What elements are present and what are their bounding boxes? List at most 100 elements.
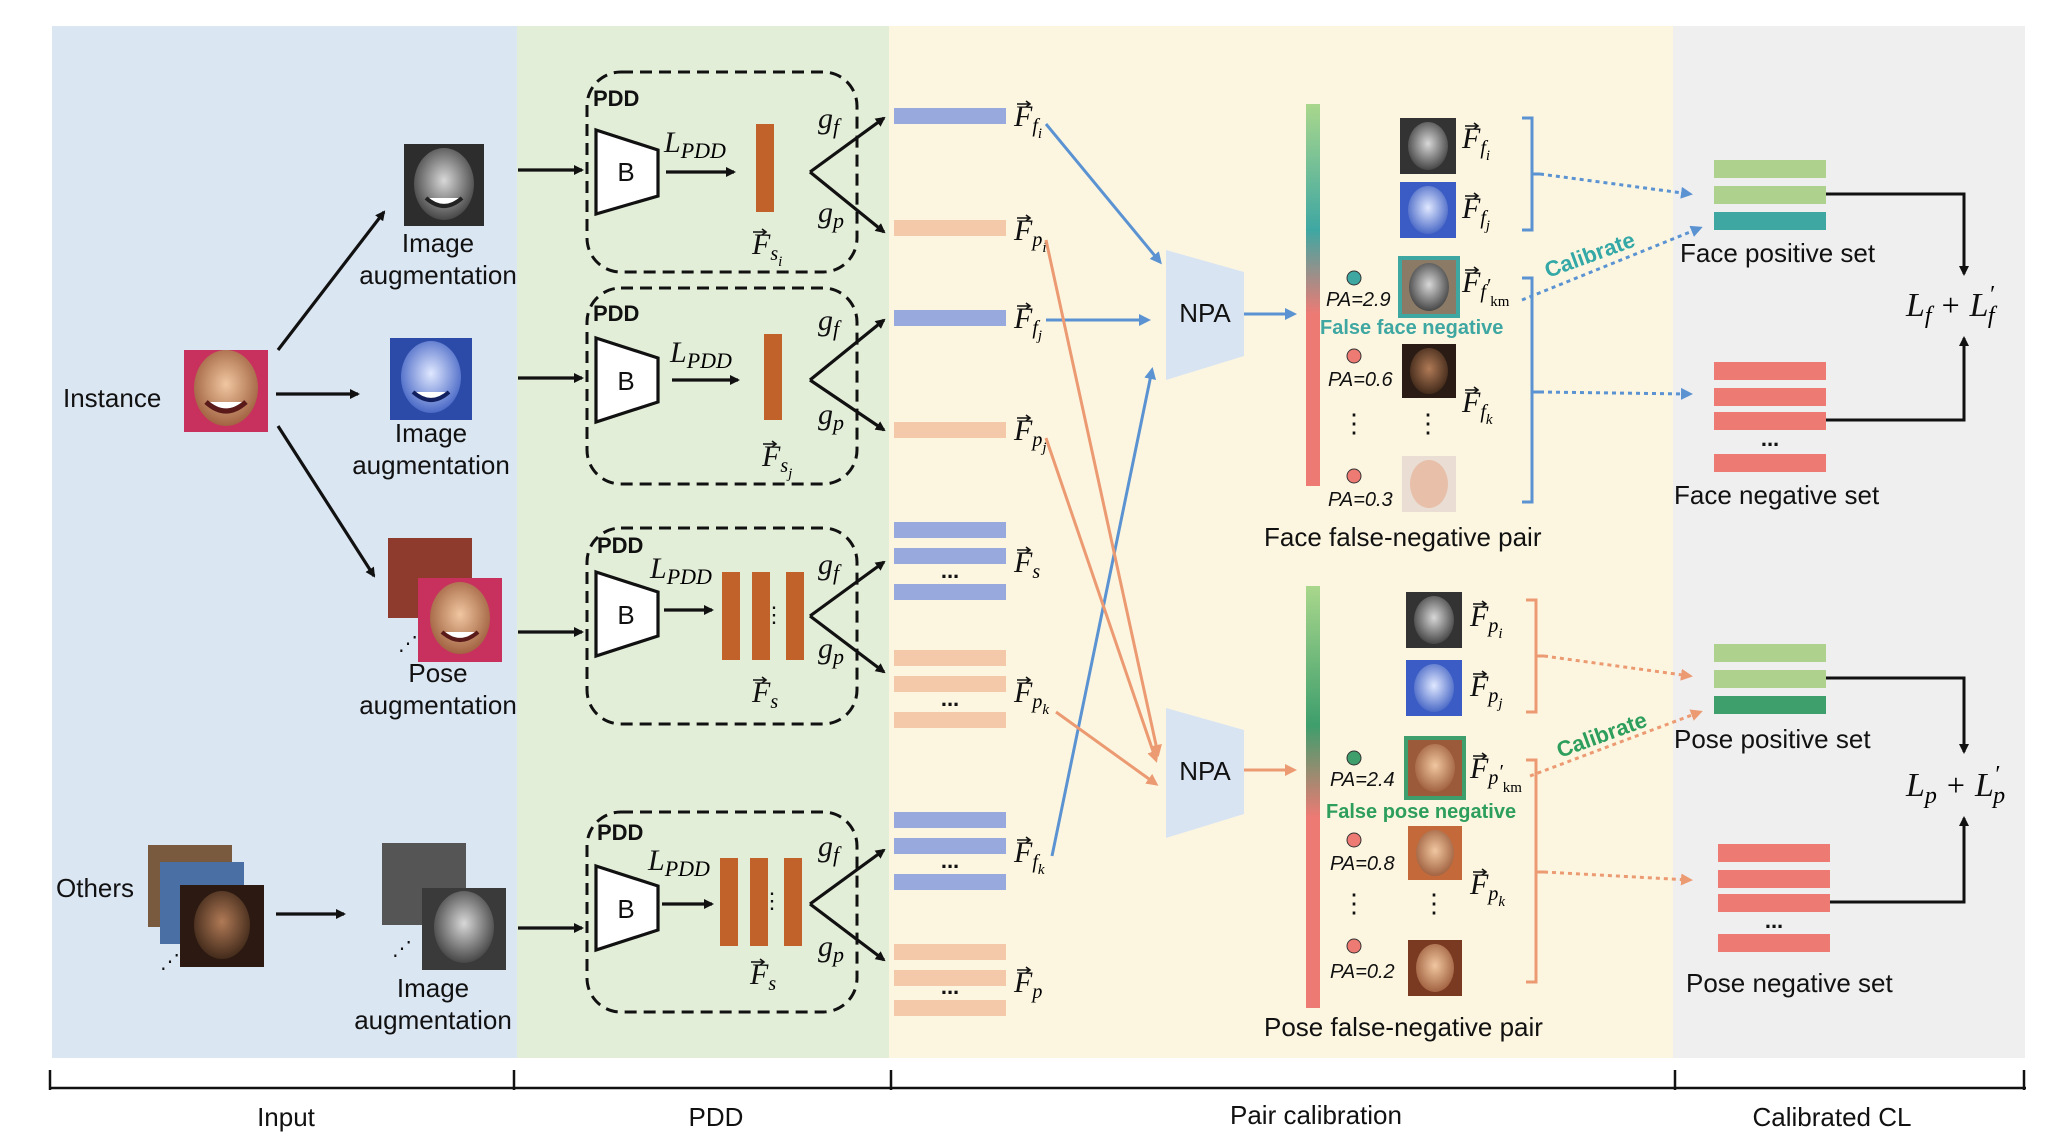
shared-feature-bars	[720, 124, 804, 946]
svg-text:Lp+L′p: Lp+L′p	[1905, 762, 2005, 809]
fs-label-j: Fsj	[761, 440, 792, 482]
face-pa-gradient-bar	[1306, 104, 1320, 486]
input-arrows	[276, 165, 584, 933]
image-augmentation-2-label-b: augmentation	[352, 450, 510, 480]
image-augmentation-3-img: ⋰	[382, 843, 506, 970]
pose-negative-set-label: Pose negative set	[1686, 968, 1893, 998]
svg-text:Fpk: Fpk	[1469, 868, 1505, 910]
svg-text:gp: gp	[818, 398, 844, 435]
pose-routing-arrows	[1044, 239, 1297, 786]
pose-pa-value-1: PA=2.4	[1330, 769, 1395, 791]
pdd-section-bg	[517, 26, 889, 1058]
svg-text:Ffk: Ffk	[1461, 386, 1493, 428]
svg-text:Fsj: Fsj	[761, 440, 792, 482]
section-label-pair-calibration: Pair calibration	[1230, 1100, 1402, 1130]
section-label-pdd: PDD	[689, 1102, 744, 1132]
face-dotted-arrows	[1521, 172, 1703, 400]
backbone-label-2: B	[617, 366, 634, 396]
svg-text:Fpi: Fpi	[1013, 214, 1047, 256]
face-pa-value-3: PA=0.3	[1328, 489, 1393, 511]
face-pa-marker-1	[1346, 270, 1362, 286]
pose-pa-vdots: ⋮	[1341, 888, 1367, 918]
image-augmentation-2-img	[390, 338, 472, 420]
svg-text:LPDD: LPDD	[647, 844, 710, 881]
svg-text:LPDD: LPDD	[669, 336, 732, 373]
section-bracket	[48, 1070, 2026, 1090]
svg-text:⋰: ⋰	[398, 633, 418, 655]
pose-pair-brackets	[1526, 598, 1544, 984]
backbone-label-4: B	[617, 894, 634, 924]
section-label-calibrated-cl: Calibrated CL	[1753, 1102, 1912, 1132]
face-pa-marker-3	[1346, 468, 1362, 484]
pdd-box-label-2: PDD	[593, 301, 639, 326]
pose-pa-value-2: PA=0.8	[1330, 853, 1395, 875]
face-positive-set-label: Face positive set	[1680, 238, 1876, 268]
gf-gp-labels: gf gp gf gp gf gp gf gp	[818, 102, 844, 967]
pdd-box-label-1: PDD	[593, 86, 639, 111]
svg-text:gp: gp	[818, 196, 844, 233]
pose-negative-set-bars	[1718, 844, 1830, 952]
lpdd-label-1: LPDD	[663, 126, 726, 163]
svg-text:Ffi: Ffi	[1013, 100, 1042, 142]
svg-text:Fs: Fs	[1013, 546, 1040, 583]
svg-text:Ffj: Ffj	[1013, 302, 1042, 344]
svg-text:gf: gf	[818, 548, 842, 585]
pose-embedding-bars	[894, 220, 1006, 1016]
svg-text:Ffj: Ffj	[1461, 192, 1490, 234]
false-pose-negative-label: False pose negative	[1326, 801, 1516, 823]
pose-loss-formula: Lp+L′p	[1905, 762, 2005, 809]
embedding-ellipsis-2: ...	[941, 686, 959, 711]
svg-text:gf: gf	[818, 304, 842, 341]
fs-label-shat: Fs	[751, 676, 778, 713]
face-pair-brackets	[1522, 116, 1540, 504]
lpdd-label-3: LPDD	[649, 552, 712, 589]
pose-pa-marker-2	[1346, 832, 1362, 848]
svg-text:Fpk: Fpk	[1013, 676, 1049, 718]
face-pair-feature-labels: Ffi Ffj Ff′km Ffk	[1461, 122, 1510, 428]
svg-text:Ffi: Ffi	[1461, 122, 1490, 164]
pair-calibration-section-bg	[889, 26, 1673, 1058]
pose-pa-value-3: PA=0.2	[1330, 961, 1395, 983]
svg-text:⋰: ⋰	[160, 951, 180, 973]
face-pa-value-2: PA=0.6	[1328, 369, 1394, 391]
svg-text:Fpi: Fpi	[1469, 600, 1503, 642]
pdd-internal-arrows	[662, 167, 740, 909]
section-label-input: Input	[257, 1102, 316, 1132]
face-positive-set-bars	[1714, 160, 1826, 230]
face-negative-set-label: Face negative set	[1674, 480, 1880, 510]
face-pair-vdots: ⋮	[1415, 408, 1441, 438]
pose-pair-vdots: ⋮	[1421, 888, 1447, 918]
pose-pair-images	[1404, 592, 1466, 996]
svg-text:Lf+L′f: Lf+L′f	[1905, 282, 1998, 329]
npa-pose-label: NPA	[1179, 756, 1231, 786]
svg-text:Fs: Fs	[749, 958, 776, 995]
svg-text:Fs: Fs	[751, 676, 778, 713]
svg-text:Fp′km: Fp′km	[1469, 752, 1522, 796]
embedding-ellipsis-4: ...	[941, 974, 959, 999]
image-augmentation-2-label-a: Image	[395, 418, 467, 448]
svg-text:gp: gp	[818, 632, 844, 669]
face-pair-images	[1398, 118, 1460, 512]
face-pa-vdots: ⋮	[1341, 408, 1367, 438]
pose-augmentation-img: ⋰	[388, 538, 502, 662]
svg-text:Fsi: Fsi	[751, 228, 782, 270]
svg-text:LPDD: LPDD	[663, 126, 726, 163]
face-negative-set-bars	[1714, 362, 1826, 472]
pose-augmentation-label-a: Pose	[408, 658, 467, 688]
svg-text:⋰: ⋰	[392, 938, 412, 960]
fs-label-s: Fs	[749, 958, 776, 995]
npa-face-block	[1166, 250, 1244, 380]
pdd-boxes	[585, 70, 859, 1014]
instance-label: Instance	[63, 383, 161, 413]
svg-text:Fp: Fp	[1013, 966, 1042, 1003]
svg-text:Ffk: Ffk	[1013, 836, 1045, 878]
backbone-label-3: B	[617, 600, 634, 630]
pose-pair-feature-labels: Fpi Fpj Fp′km Fpk	[1469, 600, 1522, 910]
image-augmentation-3-label-b: augmentation	[354, 1005, 512, 1035]
svg-text:gf: gf	[818, 102, 842, 139]
svg-text:Ff′km: Ff′km	[1461, 266, 1510, 310]
face-loss-formula: Lf+L′f	[1905, 282, 1998, 329]
pose-positive-set-bars	[1714, 644, 1826, 714]
feature-vdots-3: ⋮	[763, 602, 785, 627]
